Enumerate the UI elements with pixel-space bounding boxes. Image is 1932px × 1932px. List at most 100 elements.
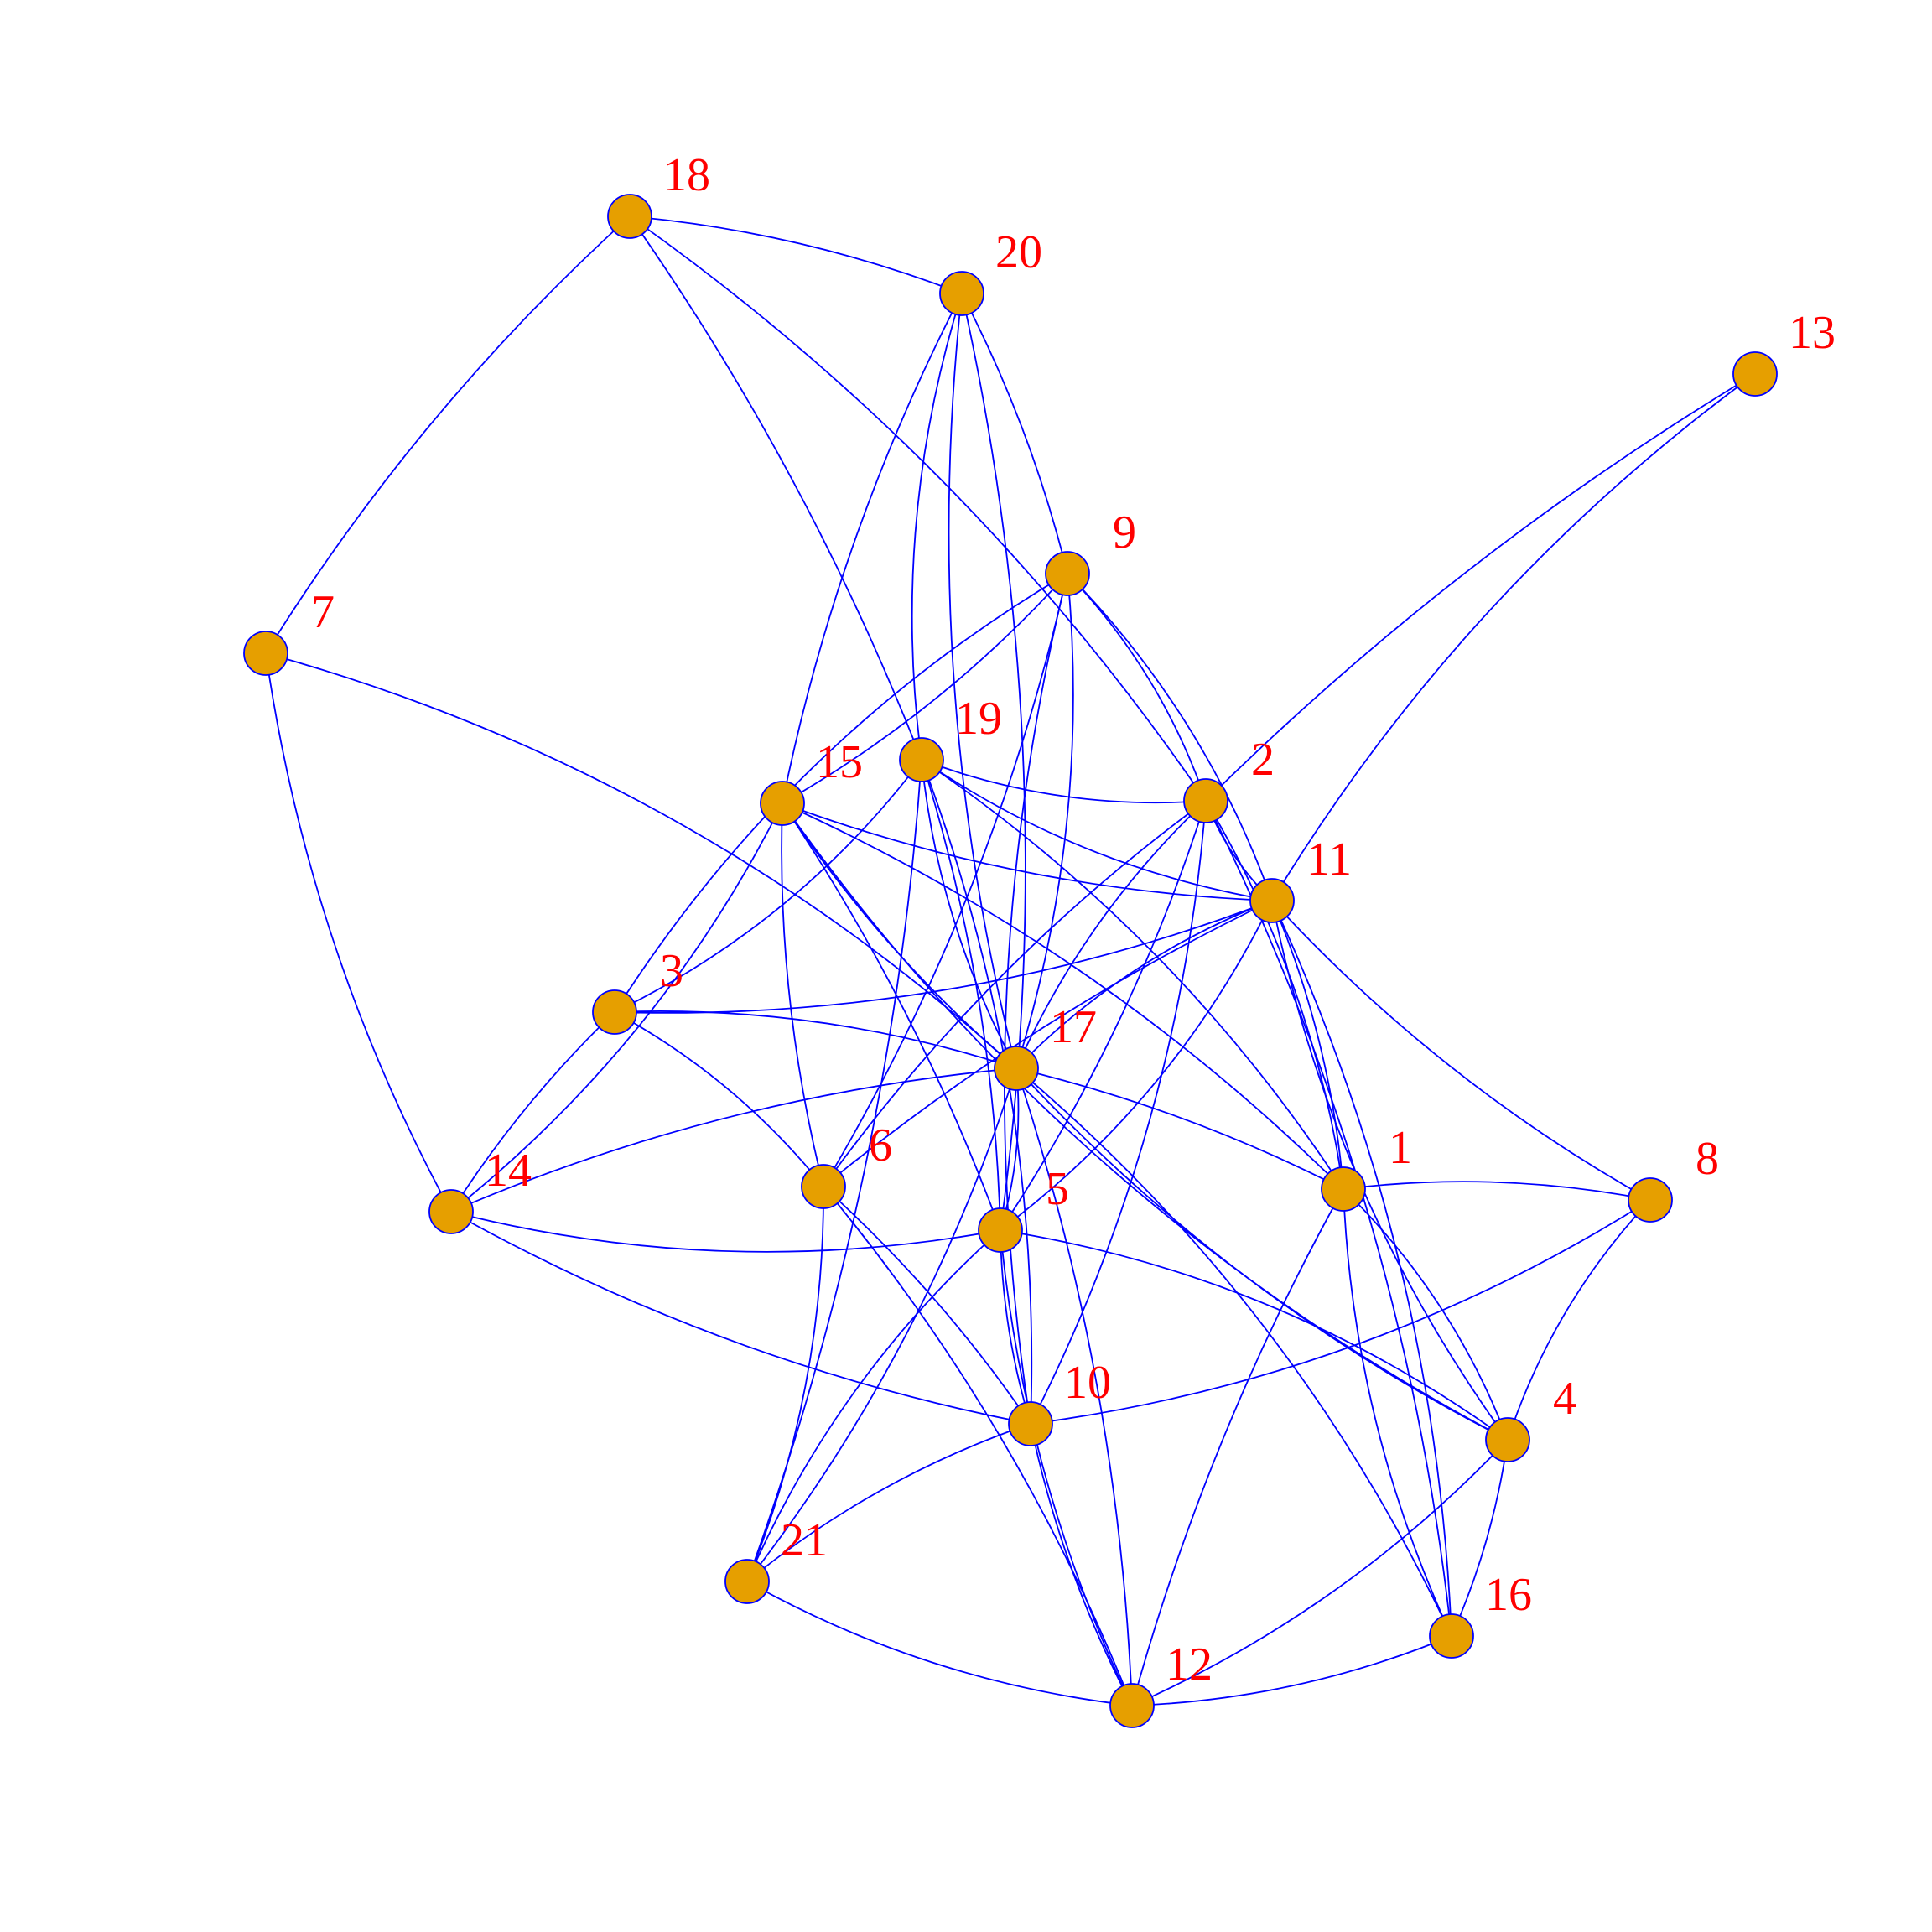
nodes-layer: [243, 194, 1778, 1728]
edge-11-1: [1271, 900, 1344, 1190]
node-label-12: 12: [1166, 1639, 1213, 1690]
edge-17-4: [1015, 1067, 1509, 1441]
edge-6-12: [823, 1186, 1133, 1706]
node-20[interactable]: [939, 271, 984, 316]
node-label-18: 18: [663, 149, 710, 201]
edge-15-11: [782, 802, 1273, 901]
edge-8-10: [1030, 1199, 1651, 1425]
node-label-17: 17: [1050, 1001, 1097, 1053]
node-label-3: 3: [660, 945, 683, 997]
node-label-13: 13: [1789, 307, 1836, 359]
node-1[interactable]: [1321, 1166, 1366, 1212]
node-7[interactable]: [243, 631, 288, 676]
edge-20-15: [782, 293, 963, 804]
node-17[interactable]: [994, 1046, 1039, 1091]
edge-11-6: [823, 900, 1273, 1187]
node-11[interactable]: [1249, 878, 1295, 923]
edge-20-9: [961, 293, 1068, 574]
edge-9-11: [1067, 573, 1273, 901]
edge-9-17: [1015, 573, 1074, 1069]
edge-18-20: [629, 216, 963, 294]
edge-1-16: [1343, 1188, 1452, 1637]
edge-1-8: [1343, 1181, 1651, 1201]
edge-1-4: [1343, 1188, 1509, 1441]
edge-15-1: [782, 802, 1344, 1190]
edge-3-6: [614, 1011, 824, 1187]
node-13[interactable]: [1732, 351, 1778, 397]
edge-5-4: [1000, 1229, 1509, 1441]
edge-4-12: [1131, 1439, 1509, 1706]
node-12[interactable]: [1109, 1683, 1155, 1728]
edge-14-17: [450, 1067, 1017, 1213]
edges-layer: [265, 216, 1756, 1706]
edge-15-5: [782, 802, 1001, 1231]
node-label-10: 10: [1064, 1357, 1111, 1409]
edge-11-5: [1000, 900, 1273, 1231]
edge-12-16: [1131, 1635, 1452, 1706]
edge-11-8: [1271, 900, 1651, 1201]
edge-9-10: [1004, 573, 1068, 1425]
node-2[interactable]: [1183, 778, 1228, 823]
edge-5-21: [746, 1229, 1001, 1582]
node-19[interactable]: [899, 737, 944, 782]
node-label-5: 5: [1046, 1163, 1069, 1215]
edge-9-3: [614, 573, 1068, 1013]
node-18[interactable]: [607, 194, 652, 239]
node-3[interactable]: [592, 989, 637, 1035]
node-label-21: 21: [781, 1514, 828, 1566]
edge-19-17: [921, 759, 1017, 1069]
edge-20-5: [961, 293, 1026, 1231]
edge-21-12: [746, 1581, 1133, 1706]
edge-19-3: [614, 759, 922, 1013]
edge-11-16: [1271, 900, 1452, 1637]
node-14[interactable]: [428, 1189, 474, 1234]
edge-17-16: [1015, 1067, 1452, 1637]
node-label-6: 6: [869, 1119, 892, 1171]
edge-9-6: [823, 573, 1068, 1187]
edge-20-19: [911, 293, 963, 761]
edge-15-4: [782, 802, 1509, 1441]
node-5[interactable]: [978, 1208, 1023, 1253]
edge-2-17: [1015, 800, 1207, 1069]
edge-19-5: [921, 759, 1001, 1231]
edge-13-2: [1205, 373, 1756, 802]
edge-7-14: [265, 652, 452, 1213]
node-8[interactable]: [1628, 1177, 1673, 1223]
node-label-4: 4: [1553, 1373, 1576, 1425]
edge-8-4: [1507, 1199, 1651, 1441]
edge-15-6: [781, 802, 824, 1187]
edge-9-15: [782, 573, 1068, 804]
edge-3-17: [614, 1010, 1017, 1069]
edge-6-10: [823, 1186, 1031, 1425]
edge-19-1: [921, 759, 1344, 1190]
edge-4-16: [1451, 1439, 1509, 1637]
edge-11-17: [1015, 900, 1273, 1069]
node-10[interactable]: [1008, 1401, 1053, 1446]
node-label-14: 14: [485, 1145, 532, 1197]
node-label-15: 15: [816, 736, 863, 788]
edge-7-17: [265, 652, 1017, 1069]
node-label-1: 1: [1389, 1122, 1412, 1174]
node-15[interactable]: [760, 781, 805, 826]
edge-18-19: [629, 216, 922, 761]
node-6[interactable]: [801, 1164, 846, 1209]
edge-2-6: [823, 800, 1207, 1187]
node-label-20: 20: [995, 226, 1042, 278]
node-4[interactable]: [1485, 1417, 1530, 1462]
edge-6-21: [746, 1186, 824, 1582]
node-21[interactable]: [724, 1559, 770, 1604]
edge-5-12: [1000, 1229, 1133, 1706]
node-16[interactable]: [1429, 1613, 1474, 1659]
edge-17-21: [746, 1067, 1017, 1582]
node-label-8: 8: [1696, 1133, 1719, 1185]
node-label-11: 11: [1306, 834, 1352, 886]
edge-18-7: [265, 216, 631, 654]
edge-19-2: [921, 759, 1207, 804]
edge-10-21: [746, 1423, 1031, 1582]
node-label-19: 19: [955, 693, 1002, 745]
edge-19-11: [921, 759, 1273, 901]
node-9[interactable]: [1045, 551, 1090, 596]
edge-3-14: [450, 1011, 615, 1213]
